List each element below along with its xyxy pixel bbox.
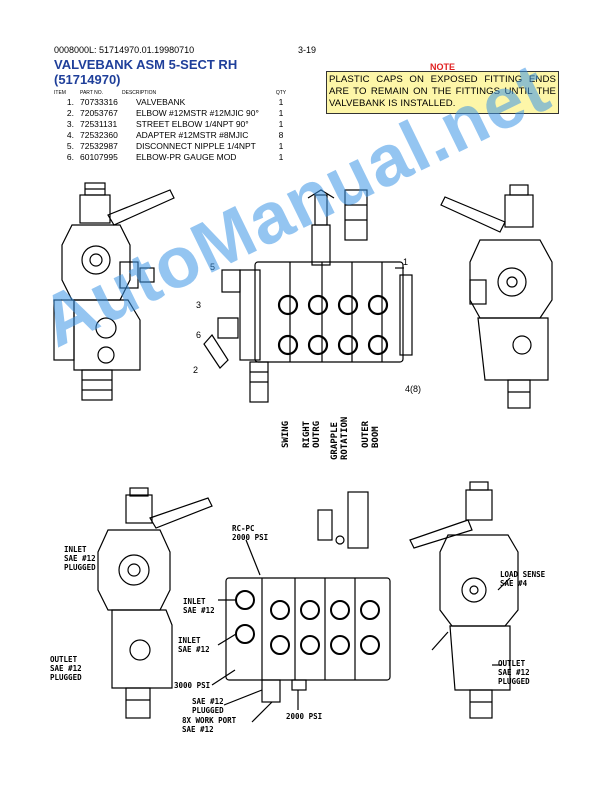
label-inlet-1: INLET SAE #12: [183, 597, 215, 615]
row-desc: STREET ELBOW 1/4NPT 90°: [136, 119, 249, 129]
label-rc-pc: RC-PC 2000 PSI: [232, 524, 269, 542]
document-header-ref: 0008000L: 51714970.01.19980710: [54, 45, 195, 55]
row-qty: 8: [278, 130, 284, 140]
row-desc: VALVEBANK: [136, 97, 186, 107]
label-2000-psi: 2000 PSI: [286, 712, 323, 721]
row-qty: 1: [278, 152, 284, 162]
label-work-port: 8X WORK PORT SAE #12: [182, 716, 237, 734]
parts-row: 2. 72053767 ELBOW #12MSTR #12MJIC 90° 1: [54, 108, 288, 119]
row-desc: ELBOW-PR GAUGE MOD: [136, 152, 237, 162]
row-desc: ELBOW #12MSTR #12MJIC 90°: [136, 108, 259, 118]
title-line-1: VALVEBANK ASM 5-SECT RH: [54, 57, 238, 72]
row-desc: DISCONNECT NIPPLE 1/4NPT: [136, 141, 256, 151]
label-sae-plugged: SAE #12 PLUGGED: [192, 697, 224, 715]
callout-2: 2: [193, 365, 199, 375]
row-item: 6.: [66, 152, 74, 162]
parts-row: 4. 72532360 ADAPTER #12MSTR #8MJIC 8: [54, 130, 288, 141]
row-qty: 1: [278, 141, 284, 151]
parts-row: 5. 72532987 DISCONNECT NIPPLE 1/4NPT 1: [54, 141, 288, 152]
row-item: 4.: [66, 130, 74, 140]
bottom-left-side-view: [97, 487, 213, 719]
row-part: 72532987: [80, 141, 118, 151]
parts-list: ITEM PART NO. DESCRIPTION QTY 1. 7073331…: [54, 90, 288, 163]
top-left-side-view: [53, 182, 175, 401]
parts-header: ITEM PART NO. DESCRIPTION QTY: [54, 90, 288, 97]
section-label-swing: SWING: [281, 420, 291, 448]
row-part: 72531131: [80, 119, 118, 129]
label-outlet-plugged-right: OUTLET SAE #12 PLUGGED: [498, 659, 530, 686]
row-item: 1.: [66, 97, 74, 107]
header-part: PART NO.: [80, 90, 104, 96]
title-line-2: (51714970): [54, 72, 121, 87]
page-number: 3-19: [298, 45, 317, 55]
section-label-right-outrg: RIGHT OUTRG: [302, 420, 322, 448]
callout-3: 3: [196, 300, 202, 310]
row-qty: 1: [278, 119, 284, 129]
label-inlet-2: INLET SAE #12: [178, 636, 210, 654]
row-qty: 1: [278, 97, 284, 107]
header-desc: DESCRIPTION: [122, 90, 157, 96]
bottom-center-front-view: [211, 491, 391, 723]
row-desc: ADAPTER #12MSTR #8MJIC: [136, 130, 249, 140]
label-load-sense: LOAD SENSE SAE #4: [500, 570, 546, 588]
note-label: NOTE: [430, 62, 456, 72]
callout-6: 6: [196, 330, 202, 340]
note-box: PLASTIC CAPS ON EXPOSED FITTING ENDS ARE…: [326, 71, 559, 114]
callout-1: 1: [403, 257, 409, 267]
row-item: 2.: [66, 108, 74, 118]
parts-row: 3. 72531131 STREET ELBOW 1/4NPT 90° 1: [54, 119, 288, 130]
header-item: ITEM: [54, 90, 66, 96]
row-part: 70733316: [80, 97, 118, 107]
row-qty: 1: [278, 108, 284, 118]
parts-row: 1. 70733316 VALVEBANK 1: [54, 97, 288, 108]
row-item: 5.: [66, 141, 74, 151]
row-part: 60107995: [80, 152, 118, 162]
parts-row: 6. 60107995 ELBOW-PR GAUGE MOD 1: [54, 152, 288, 163]
label-outlet-plugged-left: OUTLET SAE #12 PLUGGED: [50, 655, 82, 682]
label-inlet-plugged: INLET SAE #12 PLUGGED: [64, 545, 96, 572]
row-item: 3.: [66, 119, 74, 129]
callout-4: 4(8): [405, 384, 422, 394]
row-part: 72053767: [80, 108, 118, 118]
section-label-grapple-rotation: GRAPPLE ROTATION: [330, 416, 350, 460]
top-right-side-view: [440, 184, 553, 409]
header-qty: QTY: [275, 90, 287, 96]
bottom-right-side-view: [409, 481, 519, 719]
top-center-front-view: [203, 189, 413, 403]
section-label-outer-boom: OUTER BOOM: [361, 420, 381, 448]
row-part: 72532360: [80, 130, 118, 140]
label-3000-psi: 3000 PSI: [174, 681, 211, 690]
callout-5: 5: [210, 262, 216, 272]
page-title: VALVEBANK ASM 5-SECT RH (51714970): [54, 57, 314, 87]
